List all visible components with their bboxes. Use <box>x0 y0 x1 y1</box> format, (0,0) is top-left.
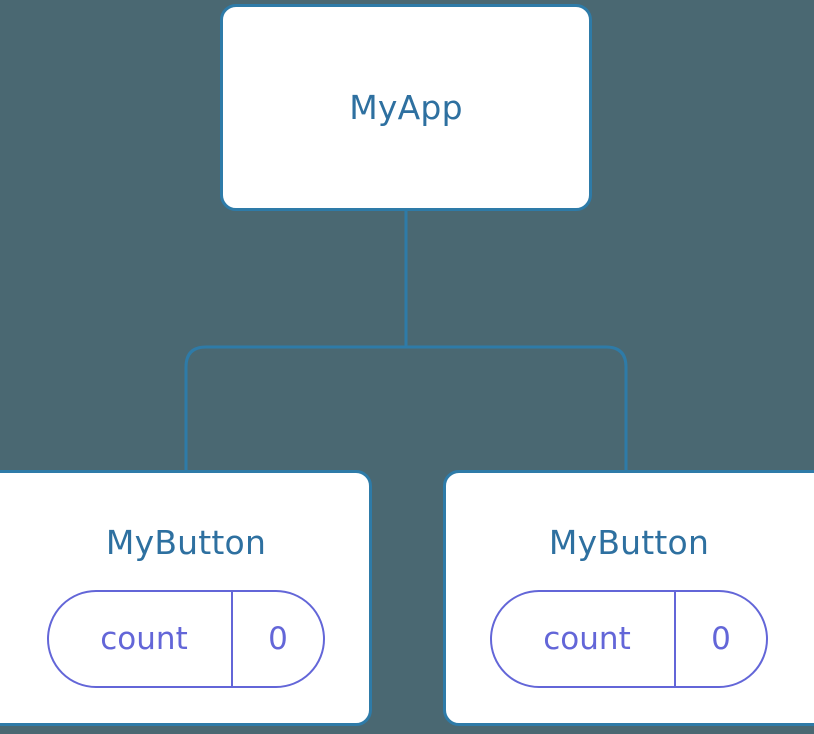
state-key: count <box>100 620 188 657</box>
component-node-mybutton-1[interactable]: MyButton count 0 <box>0 470 372 726</box>
component-title: MyButton <box>548 523 710 562</box>
state-value: 0 <box>674 592 766 686</box>
state-pill[interactable]: count 0 <box>490 590 768 688</box>
state-key: count <box>543 620 631 657</box>
connector-children-bus <box>184 345 628 470</box>
state-pill[interactable]: count 0 <box>47 590 325 688</box>
component-node-mybutton-2[interactable]: MyButton count 0 <box>443 470 814 726</box>
component-node-myapp[interactable]: MyApp <box>220 4 592 211</box>
state-value: 0 <box>231 592 323 686</box>
component-title: MyApp <box>349 88 463 127</box>
component-title: MyButton <box>105 523 267 562</box>
